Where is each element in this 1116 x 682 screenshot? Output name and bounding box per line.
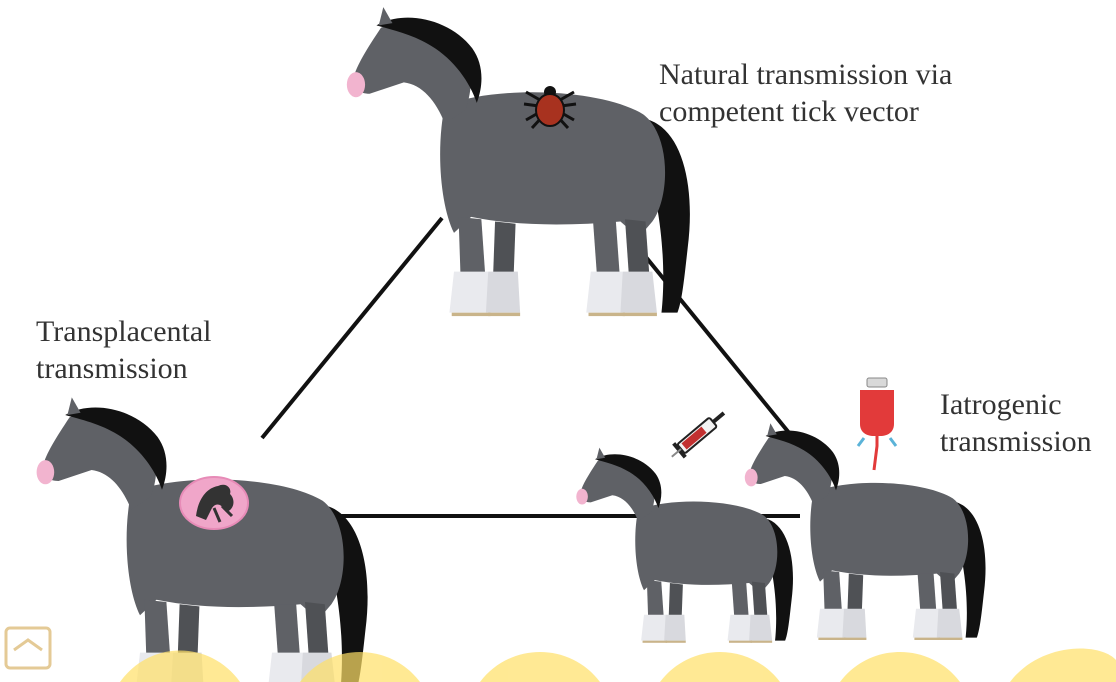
label-natural-transmission: Natural transmission via competent tick … <box>659 56 952 130</box>
label-natural-line-2: competent tick vector <box>659 93 952 130</box>
connector-top-right <box>632 240 790 434</box>
label-transplacental-transmission: Transplacental transmission <box>36 313 212 387</box>
blood-bag-icon <box>858 378 896 470</box>
label-transplacental-line-1: Transplacental <box>36 313 212 350</box>
fetus-icon <box>180 477 248 529</box>
connector-top-left <box>262 218 442 438</box>
label-transplacental-line-2: transmission <box>36 350 212 387</box>
syringe-icon <box>666 406 730 463</box>
label-iatrogenic-line-1: Iatrogenic <box>940 386 1092 423</box>
label-iatrogenic-line-2: transmission <box>940 423 1092 460</box>
label-natural-line-1: Natural transmission via <box>659 56 952 93</box>
horse-transplacental <box>37 397 368 682</box>
label-iatrogenic-transmission: Iatrogenic transmission <box>940 386 1092 460</box>
